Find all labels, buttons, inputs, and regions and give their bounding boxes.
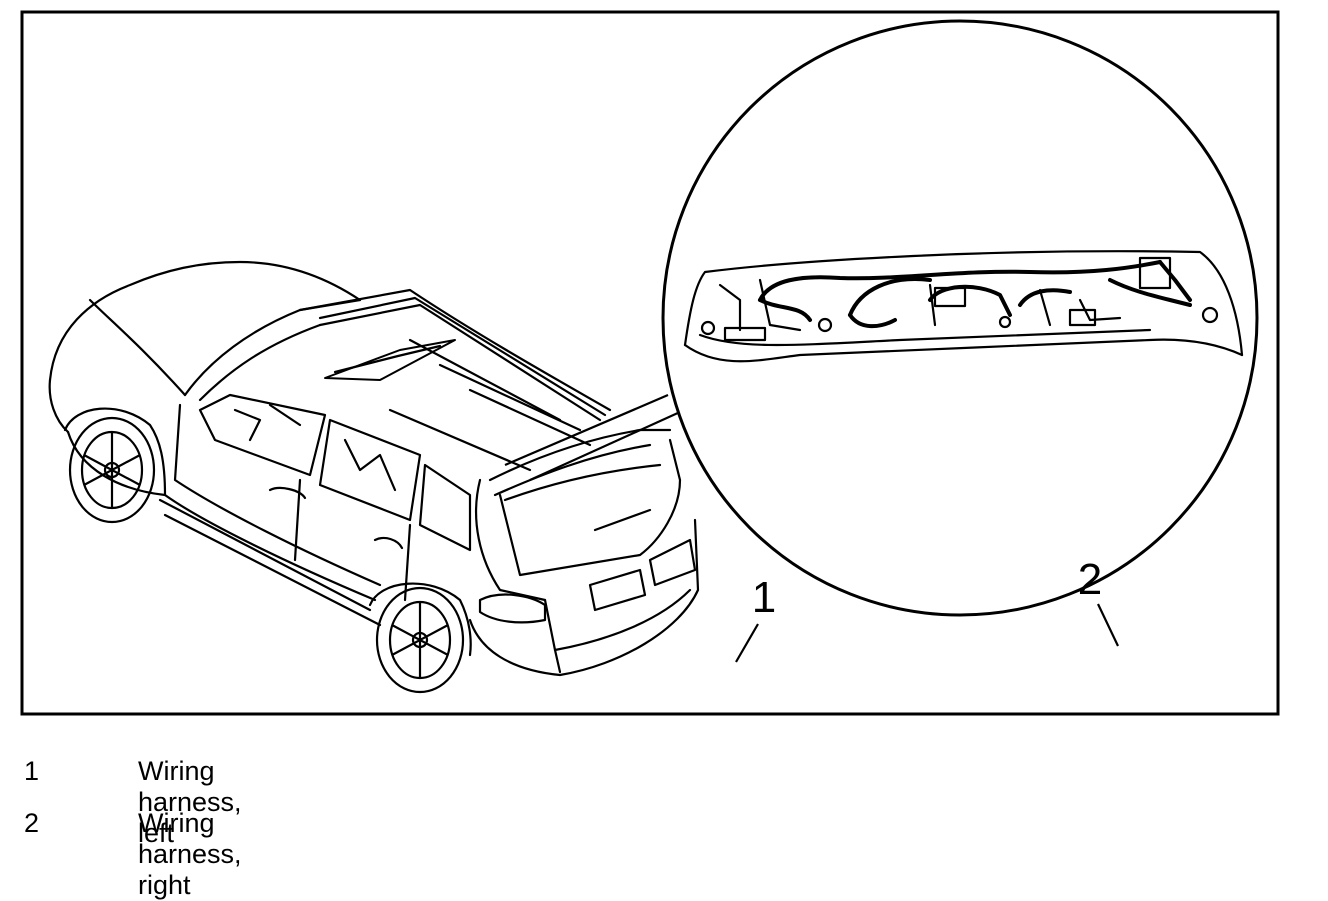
legend-text: Wiring harness, left: [138, 756, 242, 848]
front-wheel: [68, 416, 156, 524]
rear-wheel: [375, 586, 465, 694]
callout-2: 2: [1078, 555, 1102, 604]
wiring-harness-path: [758, 260, 1192, 329]
vehicle-illustration: [48, 260, 700, 677]
detail-leader-lines: [504, 393, 681, 482]
diagram-figure: 1 2: [20, 10, 1280, 716]
figure-frame: [20, 10, 1280, 716]
tailgate-trim-panel: [683, 250, 1244, 363]
legend-text: Wiring harness, right: [138, 808, 242, 900]
legend-number: 2: [24, 808, 40, 838]
legend-number: 1: [24, 756, 40, 786]
detail-magnifier-circle: [661, 19, 1259, 617]
callout-leaders: [735, 603, 1119, 663]
callout-1: 1: [752, 573, 776, 622]
